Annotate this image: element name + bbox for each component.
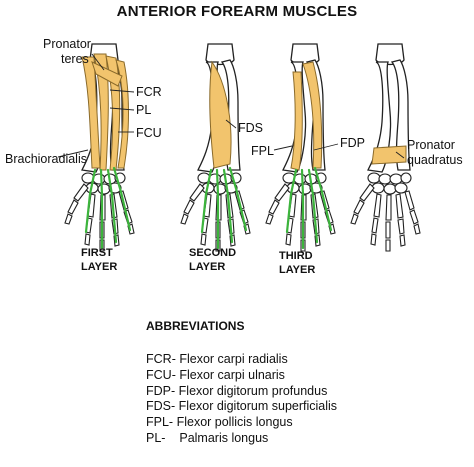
leader-lines xyxy=(57,53,405,159)
abbreviation-meaning: Flexor digitorum superficialis xyxy=(178,399,338,414)
abbreviation-code: PL- xyxy=(146,430,166,445)
label-fpl: FPL xyxy=(251,144,274,158)
abbreviation-code: FPL- xyxy=(146,415,174,430)
label-fcu: FCU xyxy=(136,126,162,140)
abbreviation-meaning: Flexor carpi radialis xyxy=(179,352,288,366)
abbreviations-heading: ABBREVIATIONS xyxy=(146,319,245,333)
layer-name-second-2: LAYER xyxy=(189,261,225,273)
layer-name-third-1: THIRD xyxy=(279,250,313,262)
abbreviation-code: FDS- xyxy=(146,399,176,414)
label-fcr: FCR xyxy=(136,85,162,99)
layer-name-first-2: LAYER xyxy=(81,261,117,273)
label-pronator-quadratus-2: quadratus xyxy=(407,153,463,167)
abbreviation-meaning: Flexor digitorum profundus xyxy=(178,383,328,398)
abbreviation-item: PL- Palmaris longus xyxy=(146,431,337,447)
abbreviation-code: FCR- xyxy=(146,352,176,366)
layer-name-third-2: LAYER xyxy=(279,264,315,276)
abbreviation-code: FCU- xyxy=(146,367,176,382)
label-pronator-teres-1: Pronator xyxy=(43,37,91,51)
abbreviation-item: FDP- Flexor digitorum profundus xyxy=(146,384,337,400)
abbreviation-item: FCR- Flexor carpi radialis xyxy=(146,352,337,368)
label-pronator-quadratus-1: Pronator xyxy=(407,138,455,152)
label-pronator-teres-2: teres xyxy=(61,52,89,66)
label-pl: PL xyxy=(136,103,151,117)
abbreviation-code: FDP- xyxy=(146,383,176,398)
page-title: ANTERIOR FOREARM MUSCLES xyxy=(116,3,358,20)
second-layer-diagram xyxy=(180,43,251,252)
third-layer-diagram xyxy=(265,43,336,252)
abbreviations-list: FCR- Flexor carpi radialis FCU- Flexor c… xyxy=(146,352,337,447)
abbreviation-meaning: Palmaris longus xyxy=(179,430,269,445)
abbreviation-item: FPL- Flexor pollicis longus xyxy=(146,415,337,431)
label-fds: FDS xyxy=(238,121,263,135)
abbreviation-item: FCU- Flexor carpi ulnaris xyxy=(146,368,337,384)
abbreviation-item: FDS- Flexor digitorum superficialis xyxy=(146,399,337,415)
layer-name-first-1: FIRST xyxy=(81,247,113,259)
first-layer-diagram xyxy=(64,43,135,252)
abbreviation-meaning: Flexor pollicis longus xyxy=(176,415,293,430)
abbreviation-meaning: Flexor carpi ulnaris xyxy=(179,367,285,382)
layer-name-second-1: SECOND xyxy=(189,247,236,259)
fourth-layer-diagram xyxy=(350,43,421,252)
label-brachioradialis: Brachioradialis xyxy=(5,152,87,166)
label-fdp: FDP xyxy=(340,136,365,150)
